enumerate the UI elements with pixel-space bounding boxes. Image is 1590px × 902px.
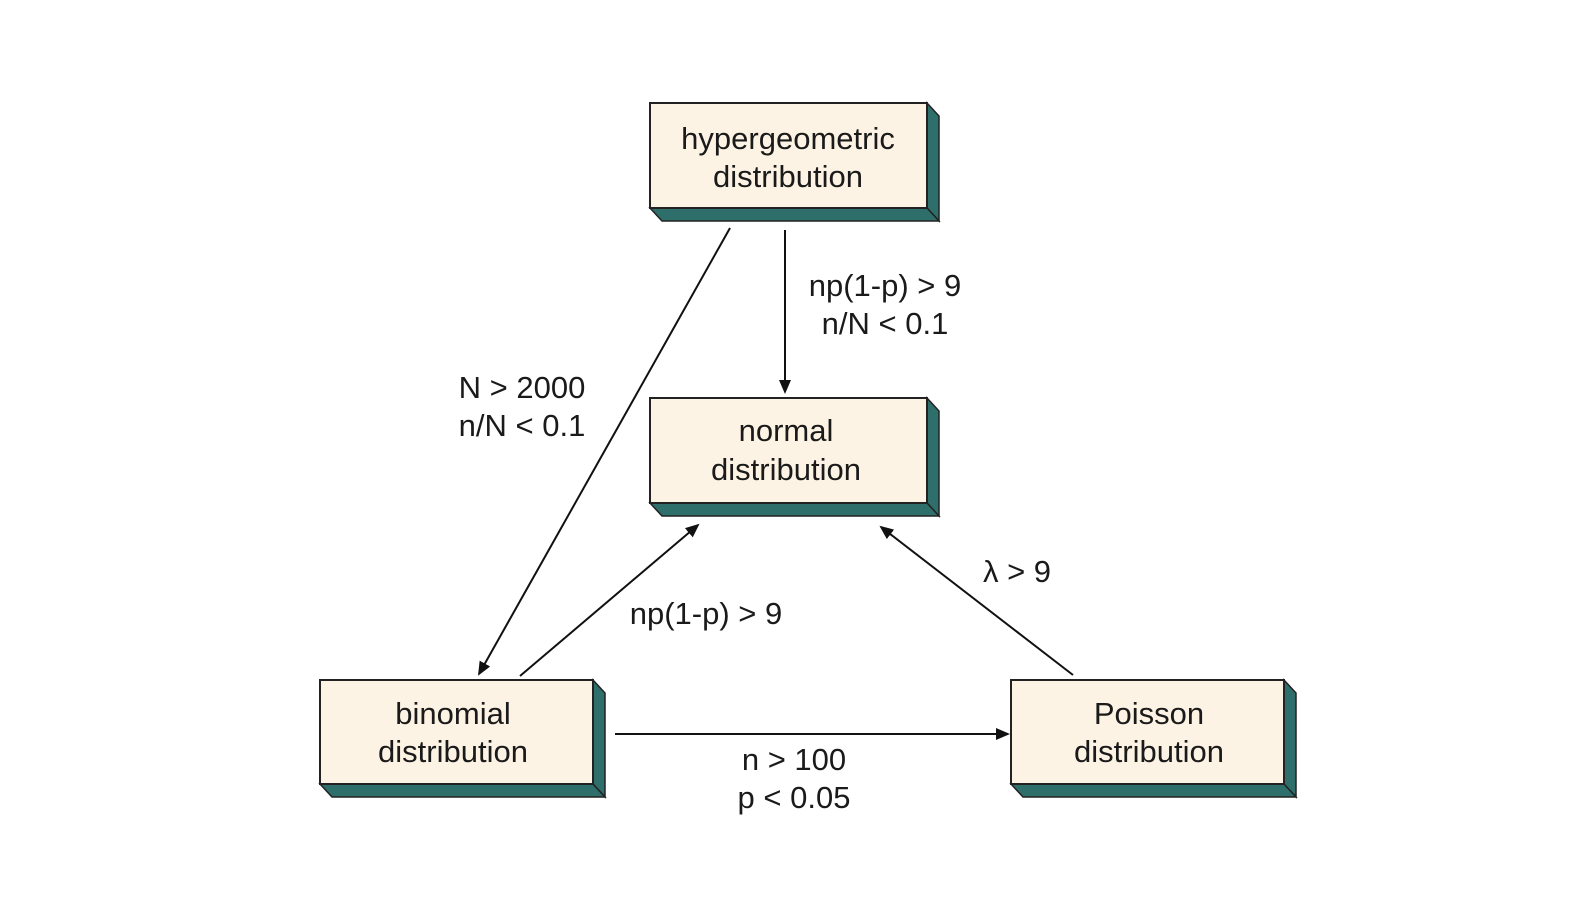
node-binomial-line2: distribution <box>378 734 528 769</box>
node-binomial: binomial distribution <box>318 678 607 799</box>
node-hypergeometric-line2: distribution <box>713 159 863 194</box>
node-normal-line1: normal <box>739 413 834 448</box>
edge-label-poisson-to-normal: λ > 9 <box>983 554 1051 589</box>
edge-label-hyper-to-normal-line2: n/N < 0.1 <box>822 306 949 341</box>
node-poisson: Poisson distribution <box>1009 678 1298 799</box>
edge-binomial-to-normal <box>519 523 700 677</box>
edge-label-binomial-to-poisson-line2: p < 0.05 <box>738 780 851 815</box>
node-hypergeometric: hypergeometric distribution <box>648 101 941 223</box>
node-normal: normal distribution <box>648 396 941 518</box>
edge-poisson-to-normal <box>879 525 1074 676</box>
node-hypergeometric-line1: hypergeometric <box>681 121 895 156</box>
node-poisson-line2: distribution <box>1074 734 1224 769</box>
edge-label-binomial-to-normal: np(1-p) > 9 <box>630 596 783 631</box>
node-normal-line2: distribution <box>711 452 861 487</box>
edge-label-hyper-to-normal-line1: np(1-p) > 9 <box>809 268 962 303</box>
node-binomial-line1: binomial <box>395 696 510 731</box>
node-poisson-line1: Poisson <box>1094 696 1204 731</box>
edge-label-hyper-to-binomial-line2: n/N < 0.1 <box>459 408 586 443</box>
edge-hyper-to-binomial <box>478 227 731 676</box>
edge-label-hyper-to-binomial-line1: N > 2000 <box>459 370 586 405</box>
edge-label-binomial-to-poisson-line1: n > 100 <box>742 742 846 777</box>
